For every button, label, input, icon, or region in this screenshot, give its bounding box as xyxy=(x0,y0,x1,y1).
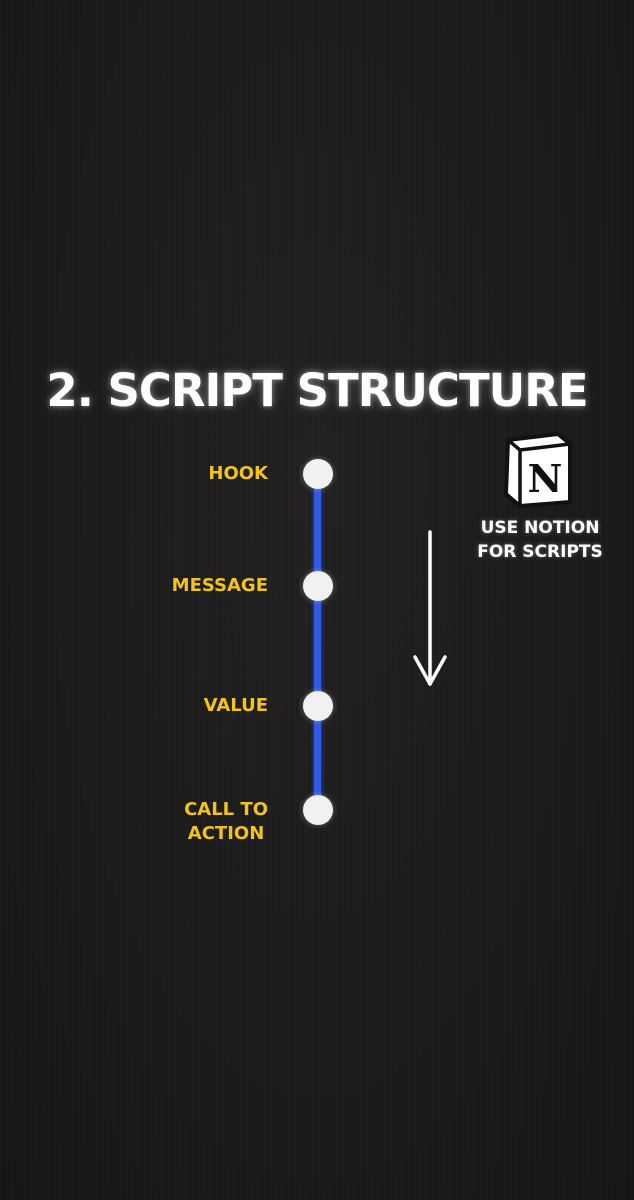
timeline-dot-hook xyxy=(303,459,333,489)
notion-logo-letter: N xyxy=(528,456,563,501)
down-arrow-icon xyxy=(413,530,447,686)
timeline-line xyxy=(314,474,321,810)
slide-title: 2. SCRIPT STRUCTURE xyxy=(46,364,588,417)
notion-caption-line: FOR SCRIPTS xyxy=(477,542,603,562)
notion-tip-caption: USE NOTION FOR SCRIPTS xyxy=(460,516,620,564)
step-label-line: HOOK xyxy=(208,463,268,484)
timeline-dot-call-to-action xyxy=(303,795,333,825)
step-label-call-to-action: CALL TO ACTION xyxy=(184,798,268,846)
timeline-dot-message xyxy=(303,571,333,601)
step-label-line: VALUE xyxy=(203,695,268,716)
step-label-line: MESSAGE xyxy=(171,575,268,596)
step-label-value: VALUE xyxy=(204,694,268,718)
timeline-dot-value xyxy=(303,691,333,721)
step-label-hook: HOOK xyxy=(208,462,268,486)
step-label-line: ACTION xyxy=(187,823,265,844)
notion-caption-line: USE NOTION xyxy=(480,518,600,538)
step-label-line: CALL TO xyxy=(184,799,268,820)
step-label-message: MESSAGE xyxy=(172,574,268,598)
notion-logo-icon: N xyxy=(504,432,572,508)
